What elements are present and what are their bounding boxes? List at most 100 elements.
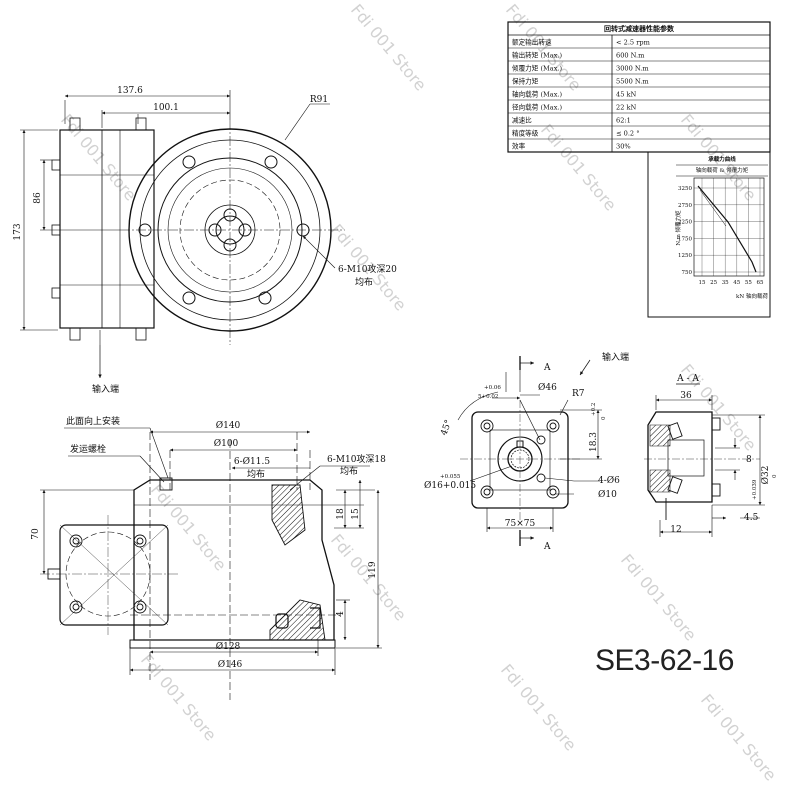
watermark-text: Fdi 001 Store [697, 690, 780, 784]
dim-tol-183: +0.2 [591, 403, 597, 416]
watermark-text: Fdi 001 Store [537, 120, 620, 214]
load-chart-subtitle: 轴向载荷 & 倾覆力矩 [696, 166, 749, 174]
watermark-text: Fdi 001 Store [617, 550, 700, 644]
label-shipping-bolt: 发运螺栓 [70, 443, 106, 455]
spec-row-value: 62:1 [616, 117, 631, 125]
dim-70: 70 [31, 528, 41, 540]
spec-row-value: 600 N.m [616, 52, 645, 60]
top-view [20, 90, 345, 345]
dim-tol-183-low: 0 [601, 416, 607, 420]
section-view-labels: A - A 36 8 4.5 12 +0.039 Ø32 0 [670, 374, 778, 535]
dim-119: 119 [368, 561, 378, 578]
front-view [40, 427, 382, 700]
spec-row-label: 保持力矩 [512, 77, 539, 86]
dim-86: 86 [33, 192, 43, 204]
load-chart-ylabel: N.m 倾覆力矩 [674, 210, 682, 246]
top-view-input-label: 输入端 [92, 383, 119, 395]
x-tick-label: 65 [757, 280, 764, 286]
load-chart-title: 承载力曲线 [708, 155, 736, 163]
spec-row-value: 22 kN [616, 104, 636, 112]
section-a-a-view [644, 395, 765, 537]
watermark-text: Fdi 001 Store [57, 110, 140, 204]
spec-row-value: 5500 N.m [616, 78, 649, 86]
dim-tol-d32: +0.039 [752, 479, 758, 500]
dim-18: 18 [336, 508, 346, 520]
front-view-labels: 此面向上安装 发运螺栓 Ø140 Ø100 6-Ø11.5 均布 6-M10攻深… [31, 415, 386, 670]
spec-row-value: 30% [616, 143, 631, 151]
top-view-labels: 137.6 100.1 86 173 R91 6-M10攻深20 均布 输入端 [13, 86, 397, 395]
dim-15: 15 [351, 508, 361, 520]
dim-r7: R7 [572, 389, 585, 399]
dim-6-d11-5: 6-Ø11.5 [234, 456, 270, 467]
spec-row-label: 减速比 [512, 116, 532, 125]
dim-45deg: 45° [439, 419, 454, 437]
dim-12: 12 [670, 525, 681, 535]
dim-d146: Ø146 [218, 659, 243, 670]
dim-173: 173 [13, 223, 23, 240]
section-marker-bottom: A [543, 542, 551, 552]
label-mount-face-up: 此面向上安装 [66, 415, 120, 427]
top-view-hole-note: 6-M10攻深20 [338, 263, 397, 275]
load-chart-xlabel: kN 轴向载荷 [736, 292, 768, 300]
watermark-text: Fdi 001 Store [137, 650, 220, 744]
spec-row-label: 输出转矩 (Max.) [512, 51, 563, 60]
dim-4-5: 4.5 [744, 513, 759, 523]
x-tick-label: 35 [722, 280, 729, 286]
spec-row-label: 精度等级 [512, 129, 539, 138]
y-tick-label: 2250 [678, 220, 692, 226]
spec-row-label: 轴向载荷 (Max.) [512, 90, 563, 99]
dim-36: 36 [680, 391, 692, 401]
y-tick-label: 2750 [678, 203, 692, 209]
dim-d32: Ø32 [760, 466, 771, 485]
model-number: SE3-62-16 [595, 644, 734, 677]
dim-tol-upper: +0.06 [484, 385, 501, 391]
dim-d16: Ø16+0.015 [424, 480, 476, 491]
x-tick-label: 15 [699, 280, 706, 286]
load-curve-chart: 承载力曲线 轴向载荷 & 倾覆力矩 3250 2750 2250 1750 1250 75… [674, 155, 768, 300]
dim-tol-d32-low: 0 [772, 474, 778, 478]
load-chart-grid [694, 178, 764, 276]
input-view-labels: 输入端 A A +0.06 5+0.02 Ø46 R7 45° +0.2 18.… [424, 351, 629, 552]
spec-row-label: 倾覆力矩 (Max.) [512, 64, 563, 73]
section-title: A - A [676, 374, 699, 384]
dim-d128: Ø128 [216, 641, 241, 652]
spec-row-value: 45 kN [616, 91, 636, 99]
watermark-text: Fdi 001 Store [497, 660, 580, 754]
spec-row-label: 径向载荷 (Max.) [512, 103, 563, 112]
watermark-text: Fdi 001 Store [347, 0, 430, 94]
dim-137-6: 137.6 [117, 86, 143, 96]
dim-4: 4 [336, 611, 346, 617]
load-curve-line [697, 185, 757, 273]
spec-row-value: 3000 N.m [616, 65, 649, 73]
load-chart-y-ticks: 3250 2750 2250 1750 1250 750 [678, 186, 692, 276]
dim-d46: Ø46 [538, 382, 557, 393]
spec-row-value: ≤ 0.2 ° [616, 130, 640, 138]
y-tick-label: 3250 [678, 186, 692, 192]
dim-6-m10-note: 均布 [340, 465, 358, 477]
y-tick-label: 1250 [678, 253, 692, 259]
dim-d140: Ø140 [216, 420, 241, 431]
input-end-view [457, 356, 602, 546]
watermark-text: Fdi 001 Store [147, 480, 230, 574]
dim-r91: R91 [310, 95, 328, 105]
spec-table-title: 回转式减速器性能参数 [604, 24, 675, 33]
dim-5: 5+0.02 [478, 394, 498, 400]
section-marker-top: A [543, 363, 551, 373]
y-tick-label: 1750 [678, 236, 692, 242]
dim-75x75: 75×75 [505, 519, 536, 529]
dim-tol-d16: +0.055 [440, 474, 461, 480]
load-curve-hatch [699, 189, 727, 227]
spec-row-value: < 2.5 rpm [616, 39, 651, 47]
dim-100-1: 100.1 [153, 103, 179, 113]
dim-18-3: 18.3 [589, 432, 599, 452]
x-tick-label: 45 [733, 280, 740, 286]
dim-8: 8 [746, 455, 752, 465]
dim-6-d11-5-note: 均布 [247, 468, 265, 480]
y-tick-label: 750 [682, 270, 693, 276]
spec-row-label: 效率 [512, 142, 526, 151]
